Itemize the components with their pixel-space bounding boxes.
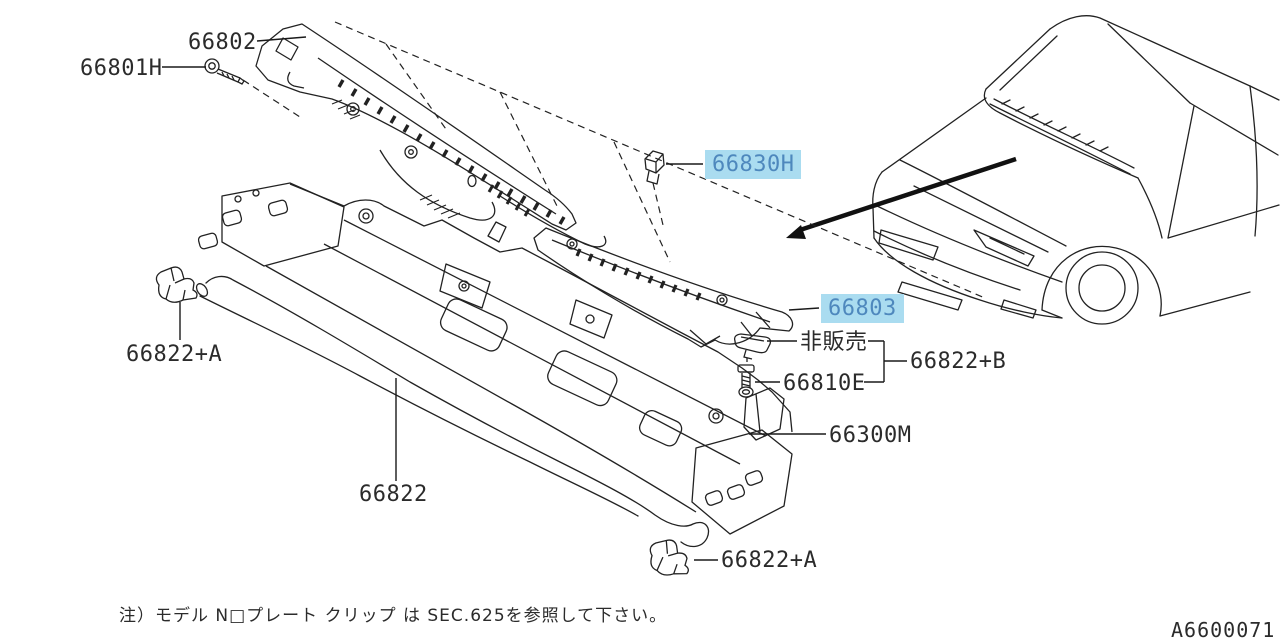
screw-66810E-drawing bbox=[737, 364, 755, 398]
part-label-66822A-left[interactable]: 66822+A bbox=[126, 342, 223, 367]
part-label-66810E[interactable]: 66810E bbox=[783, 371, 866, 396]
part-label-66803[interactable]: 66803 bbox=[821, 294, 904, 324]
part-label-66801H[interactable]: 66801H bbox=[80, 56, 163, 81]
clip-66830H-drawing bbox=[644, 150, 665, 185]
part-label-66300M[interactable]: 66300M bbox=[829, 423, 912, 448]
leader-lines bbox=[162, 36, 826, 561]
car-inset-drawing bbox=[872, 15, 1280, 325]
footnote: 注）モデル N□プレート クリップ は SEC.625を参照して下さい。 bbox=[119, 606, 668, 626]
not-for-sale-label: 非販売 bbox=[800, 330, 868, 355]
part-label-66802[interactable]: 66802 bbox=[188, 30, 257, 55]
part-label-66822[interactable]: 66822 bbox=[359, 482, 428, 507]
cowl-grille-66802-drawing bbox=[255, 23, 607, 248]
clip-66822A-bottom-drawing bbox=[646, 536, 693, 579]
clip-66822A-left-drawing bbox=[155, 266, 198, 303]
weatherstrip-66822-drawing bbox=[195, 275, 710, 548]
part-label-66822B[interactable]: 66822+B bbox=[910, 349, 1007, 374]
cowl-assembly-66300M-drawing bbox=[197, 182, 793, 535]
cowl-grille-66803-drawing bbox=[533, 227, 794, 348]
bracket-66822B bbox=[864, 340, 907, 383]
windshield-projection-dashes bbox=[242, 21, 986, 299]
part-not-for-sale-drawing bbox=[733, 333, 772, 365]
part-label-66822A-bottom[interactable]: 66822+A bbox=[721, 548, 818, 573]
screw-66801H-drawing bbox=[204, 58, 245, 85]
location-arrow bbox=[786, 156, 1017, 239]
drawing-number: A6600071 bbox=[1171, 618, 1276, 638]
part-label-66830H[interactable]: 66830H bbox=[705, 150, 802, 180]
